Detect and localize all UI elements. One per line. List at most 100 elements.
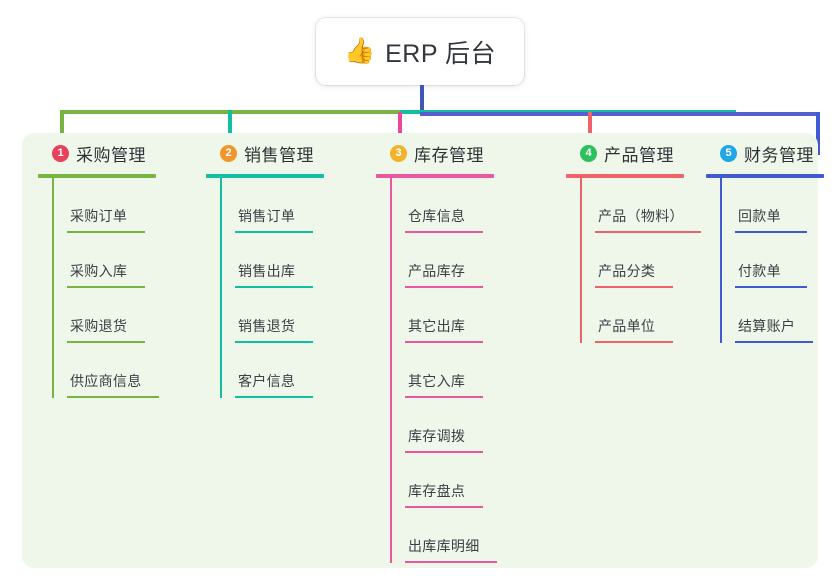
branch-child-item[interactable]: 供应商信息 — [52, 343, 159, 398]
branch-child-label: 付款单 — [738, 263, 781, 279]
branch-child-underline — [405, 506, 483, 508]
branch-underline — [38, 174, 156, 178]
branch-child-label: 出库库明细 — [408, 538, 480, 554]
root-node[interactable]: 👍 ERP 后台 — [316, 18, 524, 85]
branch-number-badge: 2 — [220, 144, 237, 162]
branch-child-underline — [67, 231, 145, 233]
branch-number-badge: 4 — [580, 144, 597, 162]
branch-spine — [52, 178, 54, 398]
branch-child-label: 产品（物料） — [598, 208, 684, 224]
branch-child-underline — [405, 231, 483, 233]
branch-header-5[interactable]: 5 财务管理 — [706, 140, 824, 166]
branch-child-underline — [405, 286, 483, 288]
root-title: ERP 后台 — [385, 39, 497, 68]
branch-child-underline — [405, 396, 483, 398]
branch-children: 销售订单销售出库销售退货客户信息 — [206, 178, 324, 398]
branch-child-label: 其它出库 — [408, 318, 466, 334]
branch-child-label: 仓库信息 — [408, 208, 466, 224]
branch-spine — [390, 178, 392, 563]
branch-child-label: 销售退货 — [238, 318, 296, 334]
branch-child-label: 销售订单 — [238, 208, 296, 224]
branch-child-item[interactable]: 产品（物料） — [580, 178, 701, 233]
branch-child-underline — [67, 341, 145, 343]
branch-child-label: 产品分类 — [598, 263, 656, 279]
branch-underline — [706, 174, 824, 178]
branch-child-label: 其它入库 — [408, 373, 466, 389]
branch-children: 产品（物料） 产品分类产品单位 — [566, 178, 701, 343]
branch-column-2: 2 销售管理销售订单销售出库销售退货客户信息 — [206, 140, 324, 398]
branch-child-label: 采购入库 — [70, 263, 128, 279]
branch-child-item[interactable]: 采购订单 — [52, 178, 156, 233]
branch-child-label: 库存盘点 — [408, 483, 466, 499]
branch-child-underline — [235, 396, 313, 398]
branch-underline — [566, 174, 684, 178]
branch-header-1[interactable]: 1 采购管理 — [38, 140, 156, 166]
diagram-panel — [22, 133, 818, 568]
branch-spine — [720, 178, 722, 343]
branch-child-underline — [595, 341, 673, 343]
branch-child-item[interactable]: 其它出库 — [390, 288, 494, 343]
branch-title: 销售管理 — [244, 145, 314, 165]
branch-child-label: 销售出库 — [238, 263, 296, 279]
branch-child-label: 客户信息 — [238, 373, 296, 389]
connector-drop-branch-2 — [228, 110, 232, 155]
branch-child-item[interactable]: 采购退货 — [52, 288, 156, 343]
branch-spine — [580, 178, 582, 343]
branch-children: 回款单付款单结算账户 — [706, 178, 824, 343]
branch-column-4: 4 产品管理产品（物料） 产品分类产品单位 — [566, 140, 701, 343]
branch-title: 库存管理 — [414, 145, 484, 165]
branch-child-item[interactable]: 仓库信息 — [390, 178, 494, 233]
branch-child-label: 库存调拨 — [408, 428, 466, 444]
branch-number-badge: 3 — [390, 144, 407, 162]
branch-child-underline — [235, 231, 313, 233]
branch-child-item[interactable]: 产品单位 — [580, 288, 684, 343]
branch-title: 产品管理 — [604, 145, 674, 165]
branch-child-item[interactable]: 采购入库 — [52, 233, 156, 288]
branch-column-5: 5 财务管理回款单付款单结算账户 — [706, 140, 824, 343]
branch-child-item[interactable]: 库存调拨 — [390, 398, 494, 453]
branch-column-3: 3 库存管理仓库信息产品库存其它出库其它入库库存调拨库存盘点出库库明细 — [376, 140, 497, 563]
connector-root-stem — [420, 85, 424, 112]
branch-number-badge: 1 — [52, 144, 69, 162]
branch-child-item[interactable]: 结算账户 — [720, 288, 824, 343]
branch-child-underline — [595, 286, 673, 288]
branch-child-label: 采购退货 — [70, 318, 128, 334]
branch-child-item[interactable]: 客户信息 — [220, 343, 324, 398]
branch-child-item[interactable]: 其它入库 — [390, 343, 494, 398]
branch-child-underline — [735, 341, 813, 343]
branch-children: 采购订单采购入库采购退货供应商信息 — [38, 178, 159, 398]
branch-child-label: 回款单 — [738, 208, 781, 224]
branch-child-item[interactable]: 销售出库 — [220, 233, 324, 288]
branch-title: 采购管理 — [76, 145, 146, 165]
connector-drop-branch-1 — [60, 110, 64, 155]
branch-child-underline — [405, 561, 497, 563]
branch-header-3[interactable]: 3 库存管理 — [376, 140, 494, 166]
branch-child-underline — [735, 231, 807, 233]
branch-child-item[interactable]: 付款单 — [720, 233, 824, 288]
branch-child-underline — [595, 231, 701, 233]
branch-child-item[interactable]: 回款单 — [720, 178, 824, 233]
branch-child-item[interactable]: 销售订单 — [220, 178, 324, 233]
branch-child-item[interactable]: 产品库存 — [390, 233, 494, 288]
branch-child-underline — [405, 451, 483, 453]
branch-header-2[interactable]: 2 销售管理 — [206, 140, 324, 166]
branch-child-item[interactable]: 库存盘点 — [390, 453, 494, 508]
branch-child-underline — [235, 341, 313, 343]
branch-number-badge: 5 — [720, 144, 737, 162]
branch-child-label: 采购订单 — [70, 208, 128, 224]
branch-child-underline — [235, 286, 313, 288]
branch-child-underline — [67, 396, 159, 398]
branch-child-label: 供应商信息 — [70, 373, 142, 389]
branch-header-4[interactable]: 4 产品管理 — [566, 140, 684, 166]
branch-child-underline — [67, 286, 145, 288]
connector-bus-blue — [420, 112, 820, 116]
branch-child-label: 产品单位 — [598, 318, 656, 334]
branch-child-item[interactable]: 销售退货 — [220, 288, 324, 343]
branch-title: 财务管理 — [744, 145, 814, 165]
branch-child-item[interactable]: 出库库明细 — [390, 508, 497, 563]
branch-child-underline — [405, 341, 483, 343]
branch-column-1: 1 采购管理采购订单采购入库采购退货供应商信息 — [38, 140, 159, 398]
thumbs-up-icon: 👍 — [343, 37, 376, 65]
branch-underline — [376, 174, 494, 178]
branch-child-item[interactable]: 产品分类 — [580, 233, 684, 288]
